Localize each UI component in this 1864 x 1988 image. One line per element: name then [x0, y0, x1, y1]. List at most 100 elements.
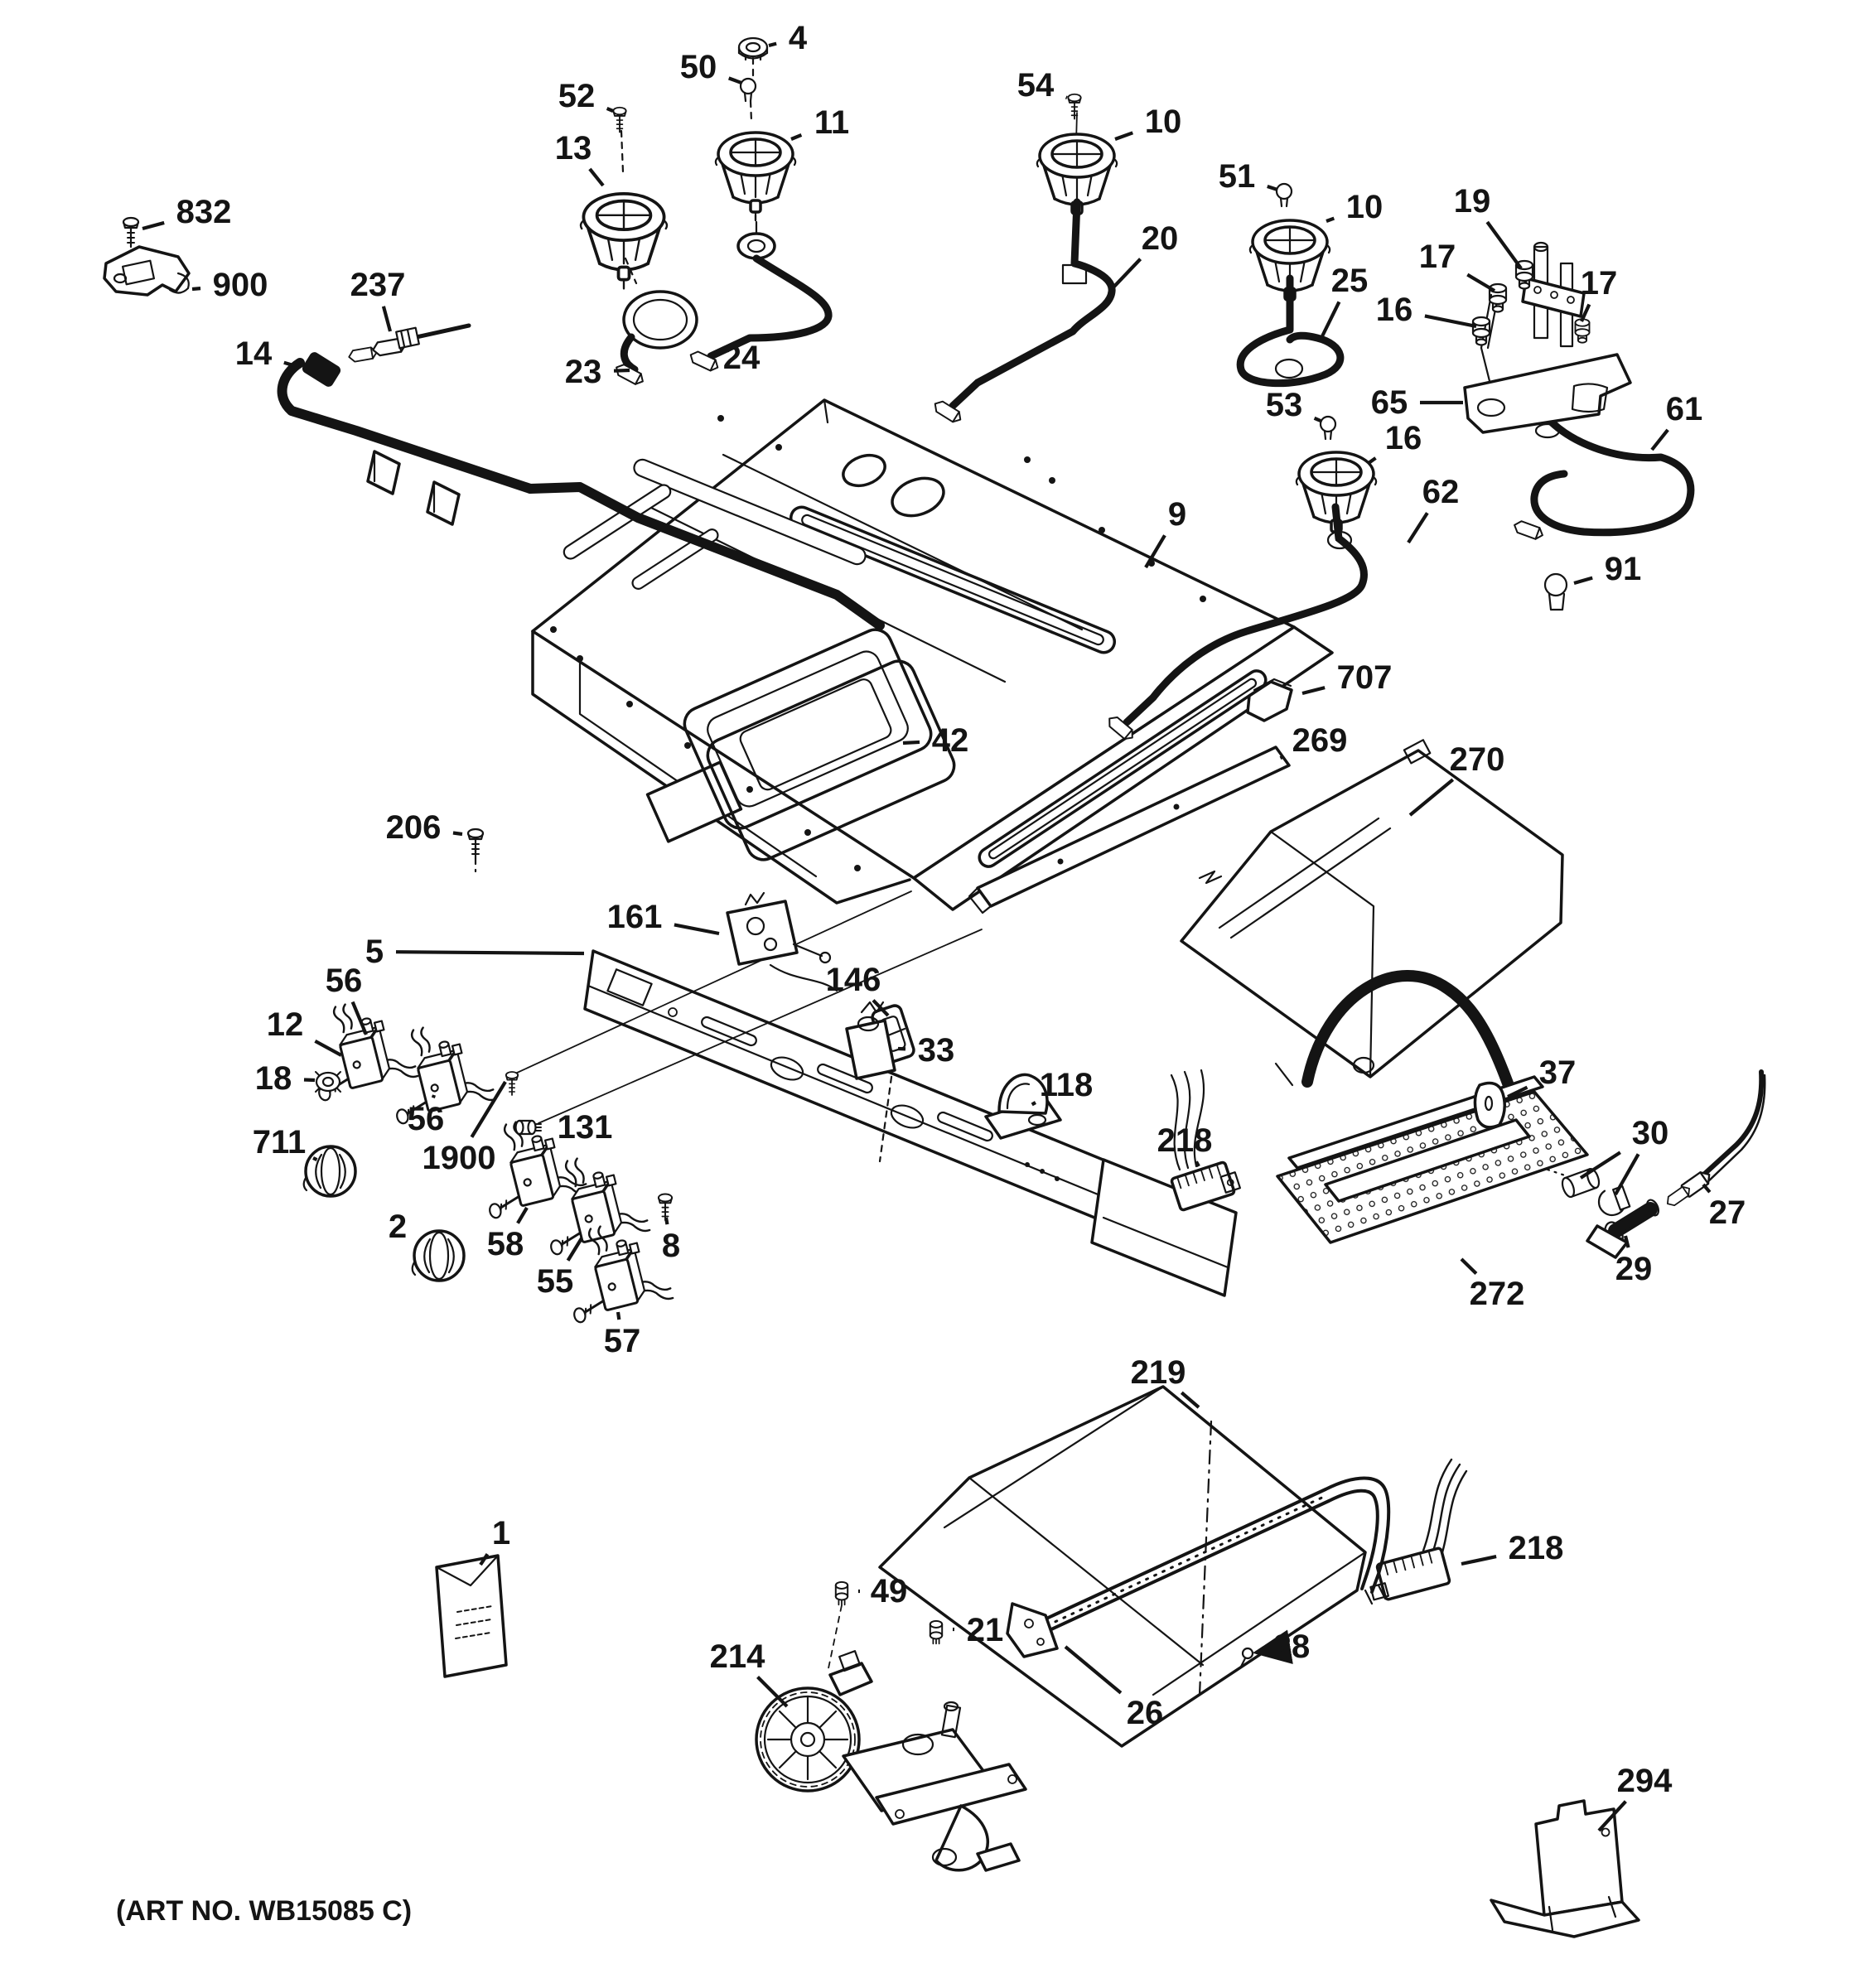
callout-label-18-37: 18 [255, 1060, 292, 1097]
callout-leader-16 [1367, 456, 1377, 465]
bracket-294-drawing [1490, 1799, 1640, 1938]
callout-leader-55 [566, 1237, 583, 1262]
callout-label-10-8: 10 [1346, 189, 1384, 225]
screw-holes [550, 415, 1206, 871]
callout-label-23-17: 23 [565, 354, 602, 390]
callout-leader-57 [616, 1311, 621, 1320]
callout-label-13-3: 13 [555, 130, 592, 166]
connector-218-lower-drawing [1369, 1458, 1468, 1601]
callout-leader-30 [1579, 1151, 1621, 1180]
callout-label-214-60: 214 [710, 1638, 765, 1675]
shield-219-drawing [878, 1385, 1367, 1748]
callout-leader-711 [312, 1156, 318, 1162]
screw-832-drawing [122, 216, 140, 248]
callout-label-27-52: 27 [1709, 1194, 1746, 1231]
callout-leader-20 [1109, 258, 1142, 292]
callout-leader-58 [516, 1206, 529, 1224]
callout-leader-61 [1650, 428, 1669, 451]
cover-plate-42-drawing [683, 628, 956, 861]
callout-leader-272 [1460, 1257, 1478, 1276]
callout-label-17-10: 17 [1419, 239, 1456, 275]
callout-label-272-54: 272 [1470, 1276, 1525, 1312]
callout-label-28-62: 28 [1273, 1629, 1311, 1665]
callout-label-56-41: 56 [408, 1101, 445, 1137]
electrode-53-drawing [1319, 415, 1337, 441]
callout-leader-8 [664, 1217, 669, 1225]
literature-pack-1-drawing [435, 1554, 508, 1678]
callout-leader-14 [283, 360, 294, 368]
callout-label-161-34: 161 [607, 899, 663, 935]
callout-leader-27 [1702, 1183, 1712, 1194]
callout-label-16-23: 16 [1385, 420, 1422, 456]
shield-270-drawing [1180, 739, 1564, 1078]
orifice-holder-30-drawing [1546, 1167, 1631, 1217]
callout-leader-161 [674, 923, 720, 936]
callout-label-131-43: 131 [558, 1109, 613, 1146]
callout-label-1900-42: 1900 [423, 1140, 496, 1176]
orifice-16-drawing [1471, 316, 1491, 346]
callout-leader-10 [1326, 216, 1335, 223]
callout-label-58-46: 58 [487, 1226, 524, 1262]
callout-leader-4 [768, 41, 777, 48]
callout-label-61-24: 61 [1666, 391, 1703, 427]
callout-leader-832 [142, 220, 165, 231]
callout-leader-270 [1408, 778, 1455, 817]
callout-leader-19 [1485, 220, 1523, 270]
callout-label-4-0: 4 [789, 20, 808, 56]
callout-label-12-36: 12 [267, 1006, 304, 1043]
callout-label-707-28: 707 [1337, 659, 1393, 696]
nut-4-drawing [737, 36, 769, 61]
callout-leader-56 [431, 1094, 436, 1098]
gas-valve-214-drawing [755, 1580, 1027, 1872]
callout-leader-218 [1461, 1555, 1497, 1566]
igniter-tubes-drawing [612, 198, 1695, 744]
burner-13-drawing [579, 192, 669, 291]
callout-leader-206 [452, 831, 463, 837]
callout-leader-52 [606, 107, 614, 113]
callout-label-54-5: 54 [1017, 67, 1055, 104]
callout-label-24-18: 24 [723, 340, 761, 376]
callout-label-8-48: 8 [662, 1228, 680, 1264]
callout-label-118-40: 118 [1040, 1067, 1094, 1103]
callout-label-14-16: 14 [235, 335, 273, 372]
oven-igniter-tube-26-drawing [1006, 1476, 1391, 1658]
callout-label-270-30: 270 [1450, 741, 1505, 778]
callout-leader-11 [790, 133, 803, 141]
callout-leader-16 [1424, 314, 1477, 329]
callout-leader-9 [1144, 534, 1166, 569]
controls-parts-drawing [726, 891, 1241, 1212]
callout-leader-54 [1065, 95, 1068, 99]
callout-label-237-15: 237 [350, 267, 406, 303]
valve-bracket-65-drawing [1463, 241, 1632, 611]
callout-leader-13 [588, 167, 605, 187]
electrode-50-drawing [739, 77, 757, 103]
bolt-49-drawing [834, 1580, 849, 1606]
screw-206-drawing [466, 828, 485, 860]
screw-91-drawing [1543, 572, 1568, 611]
callout-leader-50 [727, 76, 742, 84]
callout-label-52-2: 52 [558, 78, 596, 114]
electrode-51-drawing [1275, 182, 1293, 208]
callout-leader-12 [314, 1039, 343, 1057]
callout-leader-30 [1614, 1153, 1640, 1196]
clip-37-drawing [1473, 1081, 1506, 1129]
callout-label-30-51: 30 [1632, 1115, 1669, 1151]
callout-leader-29 [1623, 1235, 1630, 1248]
callout-leader-17 [1466, 273, 1496, 292]
callout-label-218-55: 218 [1157, 1122, 1213, 1159]
callout-label-206-32: 206 [386, 809, 442, 846]
callout-leader-900 [191, 287, 201, 292]
burner-11-drawing [714, 131, 797, 222]
strip-269-drawing [976, 746, 1291, 908]
callout-label-146-38: 146 [826, 962, 881, 998]
callout-leader-1 [479, 1553, 490, 1566]
callout-leader-5 [395, 950, 585, 956]
callout-label-17-11: 17 [1581, 265, 1618, 302]
callout-label-16-12: 16 [1376, 292, 1413, 328]
callout-label-10-6: 10 [1145, 104, 1182, 140]
callout-leader-23 [613, 368, 630, 373]
callout-leader-707 [1301, 686, 1326, 696]
callout-leader-62 [1407, 512, 1429, 544]
callout-label-218-63: 218 [1509, 1530, 1564, 1566]
